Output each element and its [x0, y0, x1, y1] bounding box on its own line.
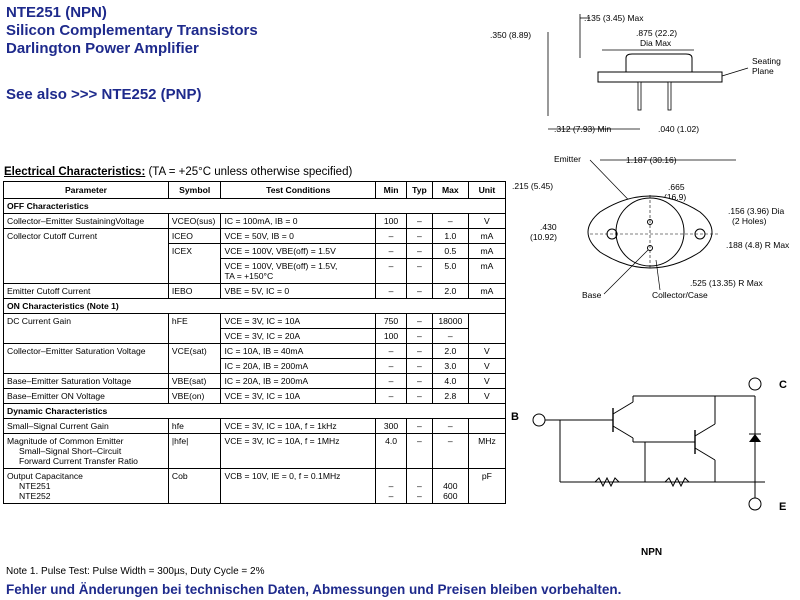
part-description: Darlington Power Amplifier	[6, 40, 199, 57]
schematic-title: NPN	[641, 547, 662, 558]
dim-diameter-max: Dia Max	[640, 38, 672, 48]
col-header: Min	[375, 181, 408, 199]
table-row: Emitter Cutoff Current IEBO VBE = 5V, IC…	[3, 283, 507, 299]
section-row: Dynamic Characteristics	[3, 403, 506, 419]
collector-label: Collector/Case	[652, 290, 708, 300]
package-side-view: .135 (3.45) Max .350 (8.89) .875 (22.2) …	[490, 13, 781, 134]
pulse-test-note: Note 1. Pulse Test: Pulse Width = 300µs,…	[6, 566, 265, 577]
plane-label: Plane	[752, 66, 774, 76]
electrical-characteristics-table: Parameter Symbol Test Conditions Min Typ…	[3, 181, 507, 504]
section-row: OFF Characteristics	[3, 198, 506, 214]
dim-169: (16.9)	[664, 192, 686, 202]
r-525: .525 (13.35) R Max	[690, 278, 764, 288]
dim-665: .665	[668, 182, 685, 192]
ec-title-main: Electrical Characteristics:	[4, 166, 146, 178]
col-header: Max	[431, 181, 469, 199]
table-row: Magnitude of Common Emitter Small–Signal…	[3, 433, 507, 469]
dim-diameter: .875 (22.2)	[636, 28, 677, 38]
dim-215: .215 (5.45)	[512, 181, 553, 191]
table-row: Collector Cutoff Current ICEO VCE = 50V,…	[3, 228, 507, 284]
base-label: Base	[582, 290, 602, 300]
section-row: ON Characteristics (Note 1)	[3, 298, 506, 314]
table-row: Small–Signal Current Gain hfe VCE = 3V, …	[3, 418, 507, 434]
darlington-schematic: B C E NPN	[511, 377, 787, 558]
ec-title-conditions: (TA = +25°C unless otherwise specified)	[145, 166, 353, 178]
terminal-c-label: C	[779, 379, 787, 391]
table-row: VCE = 3V, IC = 20A 100 – –	[4, 328, 506, 344]
table-row: VCE = 100V, VBE(off) = 1.5V,TA = +150°C …	[4, 258, 507, 284]
disclaimer-footer: Fehler und Änderungen bei technischen Da…	[6, 582, 622, 597]
col-header: Parameter	[3, 181, 169, 199]
package-top-view: Emitter 1.187 (30.16) .215 (5.45) .665 (…	[512, 154, 790, 300]
table-row: Base–Emitter ON Voltage VBE(on) VCE = 3V…	[3, 388, 507, 404]
dim-1092: (10.92)	[530, 232, 557, 242]
col-header: Unit	[467, 181, 507, 199]
hole-dia: .156 (3.96) Dia	[728, 206, 784, 216]
dim-lead-min: .312 (7.93) Min	[554, 124, 611, 134]
see-also-link[interactable]: See also >>> NTE252 (PNP)	[6, 86, 202, 103]
terminal-b-label: B	[511, 411, 519, 423]
table-row: ICEX VCE = 100V, VBE(off) = 1.5V – – 0.5…	[4, 243, 507, 284]
hole-count: (2 Holes)	[732, 216, 767, 226]
seating-label: Seating	[752, 56, 781, 66]
dim-width: 1.187 (30.16)	[626, 155, 677, 165]
terminal-e-label: E	[779, 501, 786, 513]
part-title: NTE251 (NPN)	[6, 4, 107, 21]
dim-lead-dia: .040 (1.02)	[658, 124, 699, 134]
col-header: Test Conditions	[220, 181, 377, 199]
table-header-row: Parameter Symbol Test Conditions Min Typ…	[3, 181, 507, 199]
col-header: Symbol	[167, 181, 222, 199]
dim-max-height: .135 (3.45) Max	[584, 13, 644, 23]
part-subtitle: Silicon Complementary Transistors	[6, 22, 258, 39]
page-header: NTE251 (NPN) Silicon Complementary Trans…	[6, 4, 258, 58]
emitter-label: Emitter	[554, 154, 581, 164]
table-row: DC Current Gain hFE VCE = 3V, IC = 10A 7…	[3, 313, 507, 344]
dim-430: .430	[540, 222, 557, 232]
r-188: .188 (4.8) R Max	[726, 240, 790, 250]
col-header: Typ	[406, 181, 433, 199]
table-row: Collector–Emitter Saturation Voltage VCE…	[3, 343, 507, 374]
table-row: Collector–Emitter SustainingVoltage VCEO…	[3, 213, 507, 229]
table-row: Output Capacitance NTE251 NTE252 Cob VCB…	[3, 468, 507, 504]
table-row: Base–Emitter Saturation Voltage VBE(sat)…	[3, 373, 507, 389]
electrical-characteristics-title: Electrical Characteristics: (TA = +25°C …	[4, 166, 352, 178]
dim-height: .350 (8.89)	[490, 30, 531, 40]
